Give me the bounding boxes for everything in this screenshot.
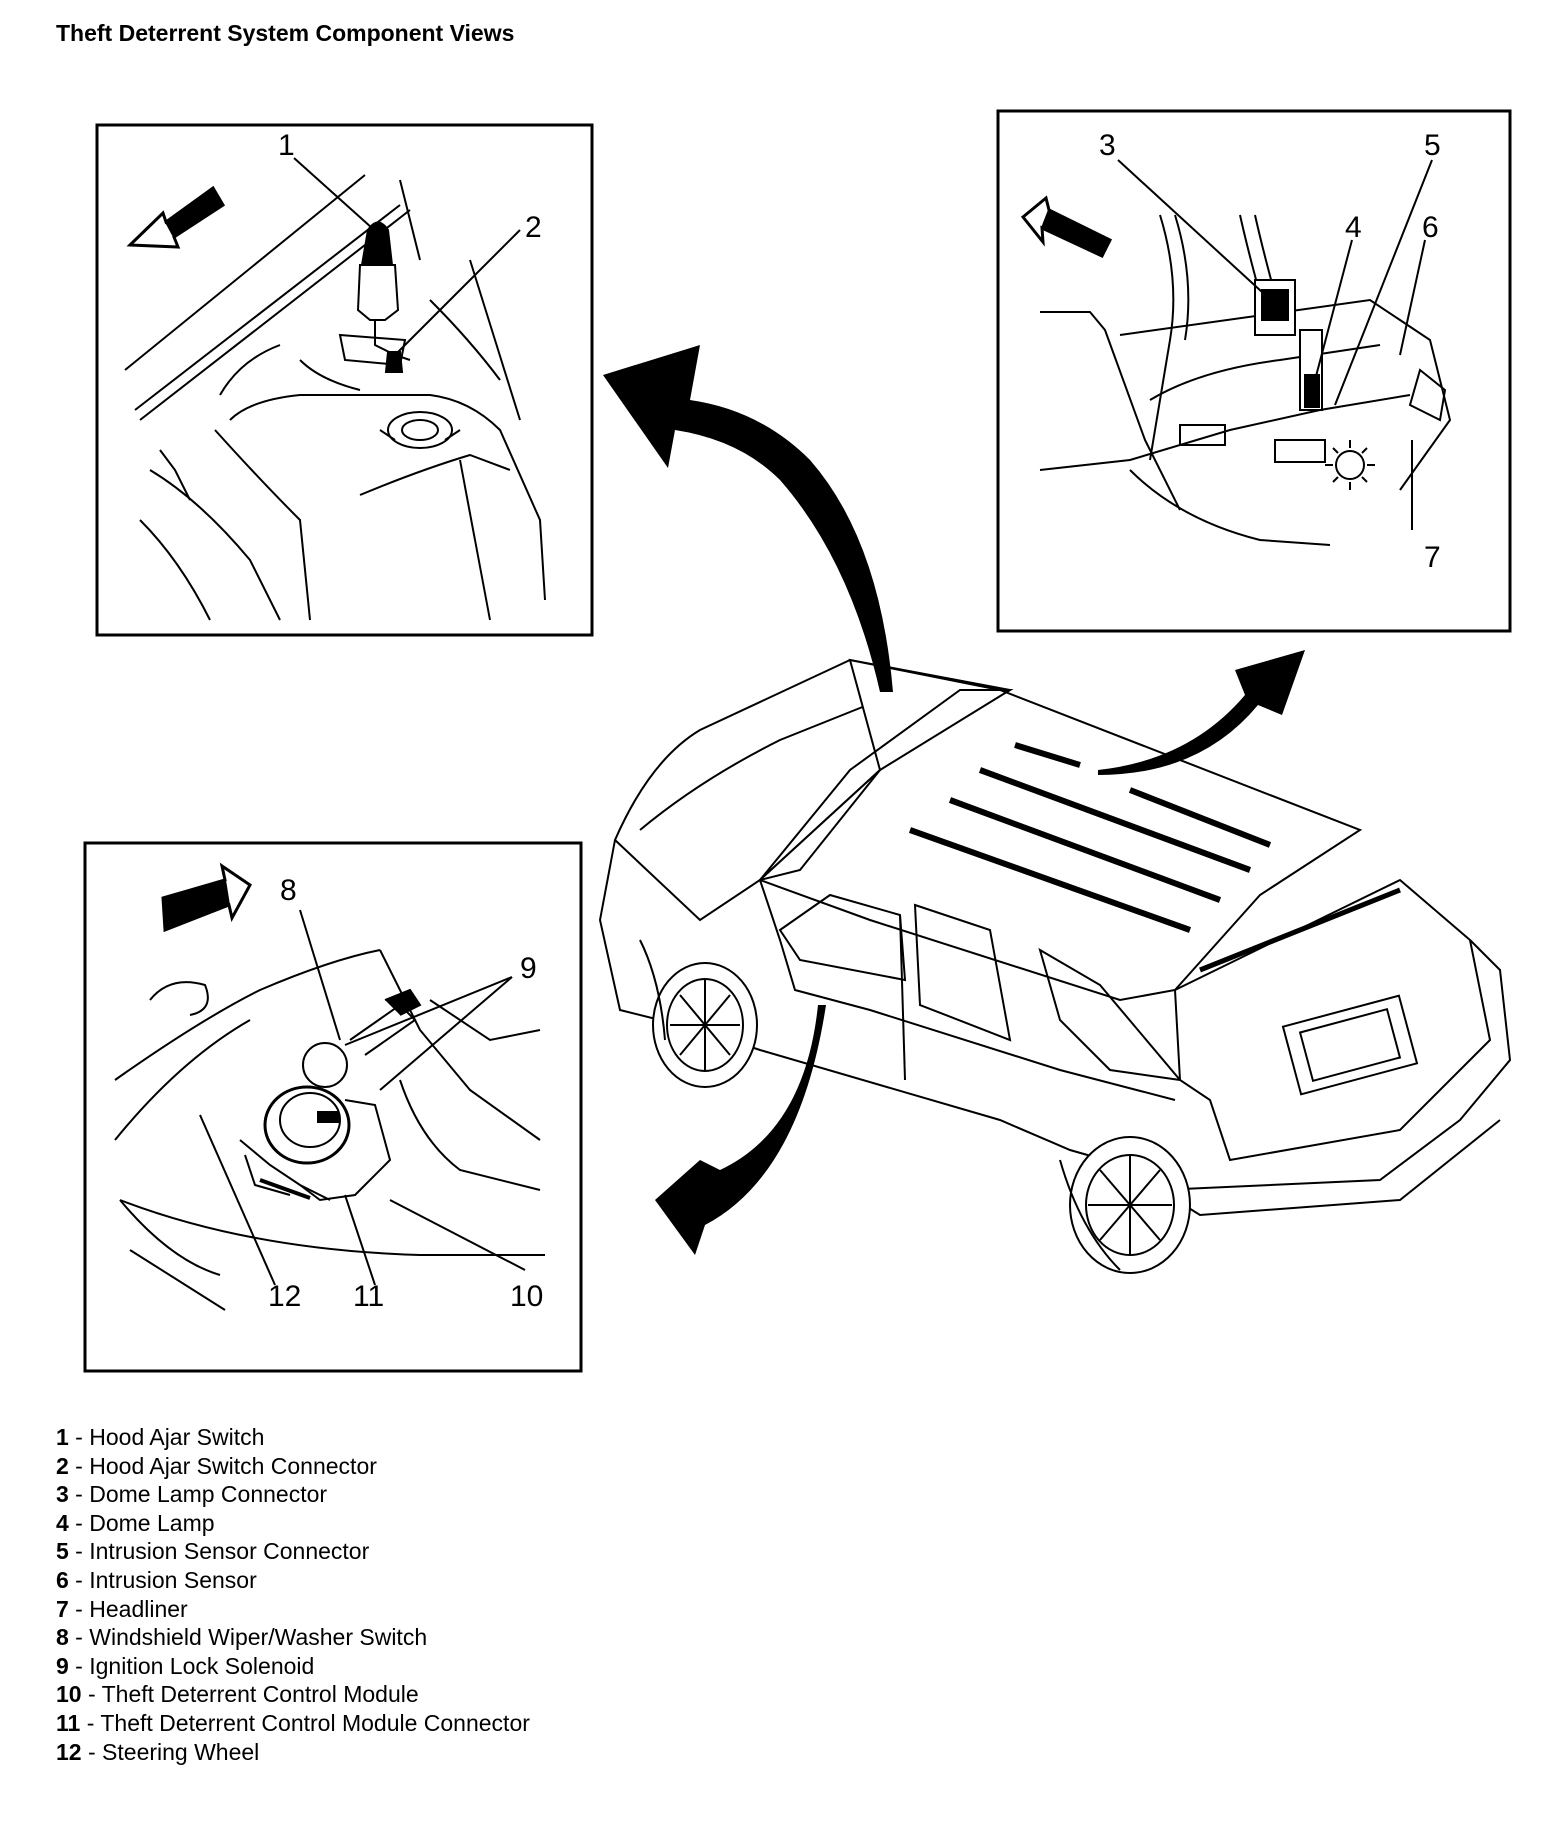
callout-1: 1 [278,129,295,162]
pointer-arrows [603,345,1305,1255]
legend-item: 5 - Intrusion Sensor Connector [56,1538,370,1565]
callout-8: 8 [280,874,297,907]
arrow-to-dome-lamp-panel-icon [1098,650,1305,775]
callout-10: 10 [510,1280,543,1313]
dome-lamp-panel: 3 4 5 6 7 [996,109,1512,633]
legend-item: 4 - Dome Lamp [56,1509,215,1536]
callout-4: 4 [1345,211,1362,244]
callout-5: 5 [1424,129,1441,162]
legend-item: 11 - Theft Deterrent Control Module Conn… [56,1709,530,1736]
legend-item: 2 - Hood Ajar Switch Connector [56,1452,377,1479]
vehicle-illustration [598,658,1512,1274]
callout-12: 12 [268,1280,301,1313]
legend-item: 8 - Windshield Wiper/Washer Switch [56,1624,428,1651]
legend-item: 10 - Theft Deterrent Control Module [56,1681,419,1708]
legend-item: 9 - Ignition Lock Solenoid [56,1652,315,1679]
legend-item: 12 - Steering Wheel [56,1738,260,1765]
hood-panel: 1 2 [95,123,594,637]
legend-item: 3 - Dome Lamp Connector [56,1481,328,1508]
callout-9: 9 [520,952,537,985]
arrow-to-steering-panel-icon [655,1005,826,1255]
page-title: Theft Deterrent System Component Views [56,20,515,46]
callout-2: 2 [525,211,542,244]
legend-item: 6 - Intrusion Sensor [56,1566,257,1593]
component-diagram: 1 2 3 4 5 [83,109,1512,1373]
rear-wheel [1069,1136,1191,1274]
steering-column-panel: 8 9 10 11 12 [83,841,583,1373]
callout-6: 6 [1422,211,1439,244]
callout-3: 3 [1099,129,1116,162]
arrow-to-hood-panel-icon [603,345,893,692]
legend-item: 7 - Headliner [56,1595,188,1622]
callout-11: 11 [353,1280,384,1313]
front-wheel [652,962,758,1088]
callout-7: 7 [1424,541,1441,574]
legend: 1 - Hood Ajar Switch 2 - Hood Ajar Switc… [56,1423,530,1766]
legend-item: 1 - Hood Ajar Switch [56,1424,265,1450]
